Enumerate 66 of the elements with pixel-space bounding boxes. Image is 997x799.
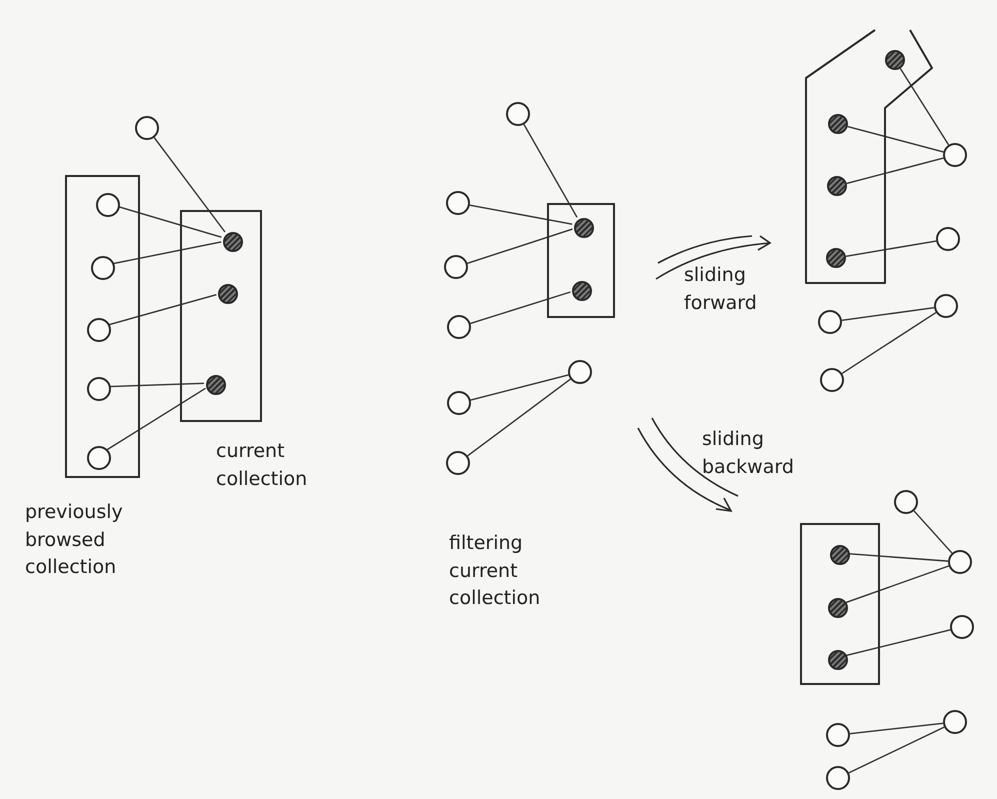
annotation-text: sliding backward bbox=[702, 427, 795, 480]
filled-circle bbox=[885, 50, 905, 70]
filled-circle bbox=[574, 218, 594, 238]
connector-line bbox=[845, 565, 949, 604]
filled-circle bbox=[828, 114, 848, 134]
connector-line bbox=[108, 382, 204, 388]
annotation-text: filtering current collection bbox=[449, 531, 542, 612]
filled-circle bbox=[206, 375, 226, 395]
open-circle bbox=[447, 391, 471, 415]
open-circle bbox=[96, 193, 120, 217]
filled-circle bbox=[218, 284, 238, 304]
collection-box bbox=[800, 523, 880, 685]
annotation-text: sliding forward bbox=[684, 263, 758, 316]
connector-line bbox=[108, 294, 217, 326]
open-circle bbox=[446, 451, 470, 475]
filled-circle bbox=[827, 176, 847, 196]
open-circle bbox=[826, 766, 850, 790]
filled-circle bbox=[223, 232, 243, 252]
open-circle bbox=[826, 723, 850, 747]
connector-line bbox=[848, 553, 948, 562]
open-circle bbox=[91, 256, 115, 280]
open-circle bbox=[818, 310, 842, 334]
connector-line bbox=[112, 241, 222, 264]
connector-line bbox=[914, 510, 952, 554]
connector-line bbox=[467, 228, 573, 264]
open-circle bbox=[447, 315, 471, 339]
collection-caption: previously browsed collection bbox=[25, 500, 124, 580]
connector-line bbox=[848, 726, 944, 774]
connector-line bbox=[467, 378, 571, 456]
filled-circle bbox=[826, 248, 846, 268]
connector-line bbox=[470, 374, 569, 401]
open-circle bbox=[87, 377, 111, 401]
open-circle bbox=[446, 191, 470, 215]
open-circle bbox=[87, 446, 111, 470]
filled-circle bbox=[830, 545, 850, 565]
filled-circle bbox=[828, 598, 848, 618]
connector-line bbox=[470, 291, 571, 324]
open-circle bbox=[894, 490, 918, 514]
connector-line bbox=[847, 126, 944, 153]
open-circle bbox=[948, 550, 972, 574]
connector-line bbox=[846, 240, 936, 258]
collection-box bbox=[547, 203, 615, 318]
open-circle bbox=[936, 227, 960, 251]
open-circle bbox=[444, 255, 468, 279]
connector-line bbox=[842, 312, 936, 374]
open-circle bbox=[943, 143, 967, 167]
open-circle bbox=[934, 294, 958, 318]
open-circle bbox=[943, 710, 967, 734]
filled-circle bbox=[828, 650, 848, 670]
connector-line bbox=[900, 68, 950, 146]
open-circle bbox=[820, 368, 844, 392]
open-circle bbox=[135, 116, 159, 140]
open-circle bbox=[506, 102, 530, 126]
open-circle bbox=[87, 318, 111, 342]
connector-line bbox=[106, 388, 206, 450]
connector-line bbox=[850, 722, 944, 734]
connector-line bbox=[523, 124, 578, 218]
open-circle bbox=[568, 360, 592, 384]
collection-caption: current collection bbox=[216, 439, 308, 492]
connector-line bbox=[846, 157, 944, 184]
connector-line bbox=[470, 204, 572, 225]
connector-line bbox=[846, 629, 951, 656]
filled-circle bbox=[572, 281, 592, 301]
connector-line bbox=[842, 306, 934, 322]
connector-line bbox=[154, 137, 226, 232]
open-circle bbox=[950, 615, 974, 639]
